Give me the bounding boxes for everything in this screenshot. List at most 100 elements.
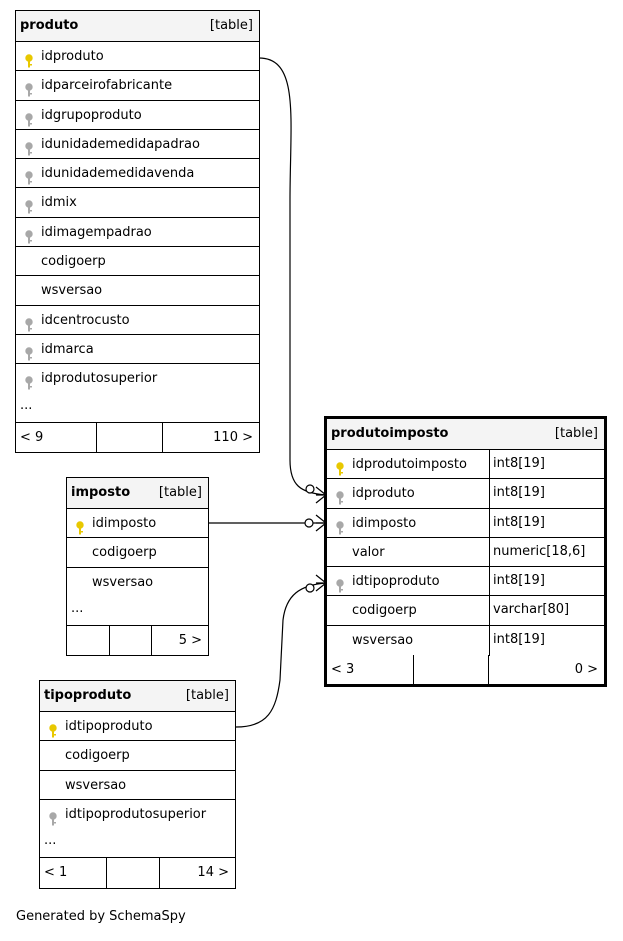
column-row[interactable]: codigoerp bbox=[16, 247, 259, 277]
column-name: codigoerp bbox=[92, 545, 157, 561]
more-columns: ... bbox=[40, 829, 235, 859]
column-row[interactable]: idimposto int8[19] bbox=[327, 507, 604, 538]
column-name: wsversao bbox=[92, 574, 154, 590]
more-columns: ... bbox=[67, 597, 208, 627]
primary-key-icon bbox=[75, 517, 85, 535]
foreign-key-icon bbox=[24, 167, 34, 185]
table-header: produto [table] bbox=[16, 11, 259, 42]
foreign-key-icon bbox=[24, 196, 34, 214]
column-datatype: int8[19] bbox=[489, 507, 598, 538]
children-count[interactable]: 5 > bbox=[178, 633, 202, 649]
foreign-key-icon bbox=[24, 372, 34, 390]
column-name: idmix bbox=[41, 195, 77, 211]
column-row[interactable]: idmarca bbox=[16, 335, 259, 365]
column-row[interactable]: idproduto int8[19] bbox=[327, 478, 604, 509]
column-row[interactable]: idunidademedidavenda bbox=[16, 159, 259, 189]
column-row[interactable]: idimposto bbox=[67, 509, 208, 539]
column-name: idimposto bbox=[92, 516, 157, 531]
column-row[interactable]: idgrupoproduto bbox=[16, 101, 259, 130]
column-row[interactable]: wsversao bbox=[16, 276, 259, 306]
table-footer: < 1 14 > bbox=[40, 858, 235, 888]
parents-count[interactable]: < 9 bbox=[16, 422, 97, 453]
column-row[interactable]: codigoerp bbox=[40, 741, 235, 771]
column-row[interactable]: valor numeric[18,6] bbox=[327, 536, 604, 568]
footer-middle bbox=[97, 422, 163, 453]
table-footer: < 3 0 > bbox=[327, 655, 604, 685]
table-produto[interactable]: produto [table] idproduto idparceirofabri… bbox=[15, 10, 260, 454]
table-footer: < 9 110 > bbox=[16, 422, 259, 453]
column-name: idunidademedidavenda bbox=[41, 166, 195, 182]
table-footer: 5 > bbox=[67, 626, 208, 656]
column-name: idtipoprodutosuperior bbox=[65, 806, 207, 822]
column-name: idmarca bbox=[41, 341, 94, 357]
children-count[interactable]: 0 > bbox=[574, 662, 598, 678]
column-name: wsversao bbox=[41, 283, 103, 299]
column-name: codigoerp bbox=[65, 748, 130, 764]
column-row[interactable]: wsversao bbox=[67, 568, 208, 597]
rel-produto-produtoimposto bbox=[258, 57, 327, 496]
column-row[interactable]: wsversao bbox=[40, 771, 235, 800]
column-datatype: int8[19] bbox=[489, 478, 598, 509]
column-name: idparceirofabricante bbox=[41, 78, 173, 94]
column-name: codigoerp bbox=[352, 603, 417, 619]
more-columns: ... bbox=[16, 394, 259, 423]
parents-count[interactable]: < 3 bbox=[327, 655, 414, 685]
column-name: wsversao bbox=[65, 777, 127, 793]
table-tipoproduto[interactable]: tipoproduto [table] idtipoproduto codigoe… bbox=[39, 680, 236, 889]
table-type: [table] bbox=[209, 18, 253, 33]
table-imposto[interactable]: imposto [table] idimposto codigoerp wsvers… bbox=[66, 477, 209, 657]
column-row[interactable]: idproduto bbox=[16, 42, 259, 72]
primary-key-icon bbox=[48, 720, 58, 738]
column-row[interactable]: idcentrocusto bbox=[16, 306, 259, 335]
column-row[interactable]: idmix bbox=[16, 188, 259, 218]
column-name: codigoerp bbox=[41, 254, 106, 270]
footer-middle bbox=[107, 858, 160, 888]
footer-middle bbox=[414, 655, 489, 685]
primary-key-icon bbox=[335, 458, 345, 476]
column-name: wsversao bbox=[352, 632, 414, 648]
column-datatype: numeric[18,6] bbox=[489, 536, 598, 568]
table-type: [table] bbox=[554, 426, 598, 441]
children-count[interactable]: 14 > bbox=[197, 865, 229, 881]
column-row[interactable]: codigoerp bbox=[67, 538, 208, 568]
foreign-key-icon bbox=[48, 808, 58, 826]
parents-count[interactable] bbox=[67, 626, 110, 656]
column-name: idimposto bbox=[352, 515, 417, 531]
children-count[interactable]: 110 > bbox=[213, 429, 253, 445]
column-name: idprodutosuperior bbox=[41, 371, 158, 387]
table-header: produtoimposto [table] bbox=[327, 419, 604, 450]
column-name: idproduto bbox=[352, 486, 415, 502]
table-name: tipoproduto bbox=[44, 688, 132, 703]
column-name: idcentrocusto bbox=[41, 312, 130, 328]
column-row[interactable]: wsversao int8[19] bbox=[327, 624, 604, 657]
table-name: produto bbox=[20, 18, 79, 33]
table-name: produtoimposto bbox=[331, 426, 449, 441]
optional-marker-idimposto bbox=[304, 518, 314, 528]
foreign-key-icon bbox=[24, 226, 34, 244]
column-row[interactable]: idparceirofabricante bbox=[16, 71, 259, 101]
column-row[interactable]: idunidademedidapadrao bbox=[16, 130, 259, 160]
table-header: tipoproduto [table] bbox=[40, 681, 235, 712]
column-name: idimagempadrao bbox=[41, 224, 152, 240]
column-row[interactable]: idimagempadrao bbox=[16, 218, 259, 248]
parents-count[interactable]: < 1 bbox=[40, 858, 107, 888]
rel-tipoproduto-produtoimposto bbox=[235, 582, 327, 728]
table-header: imposto [table] bbox=[67, 478, 208, 509]
optional-marker-idtipoproduto bbox=[305, 583, 315, 593]
column-datatype: int8[19] bbox=[489, 566, 598, 597]
column-row[interactable]: idtipoproduto bbox=[40, 712, 235, 742]
generated-by-credit: Generated by SchemaSpy bbox=[16, 909, 186, 924]
foreign-key-icon bbox=[24, 343, 34, 361]
table-type: [table] bbox=[158, 485, 202, 500]
column-row[interactable]: idtipoprodutosuperior bbox=[40, 800, 235, 829]
foreign-key-icon bbox=[335, 487, 345, 505]
column-name: valor bbox=[352, 544, 385, 560]
column-row[interactable]: idprodutosuperior bbox=[16, 364, 259, 393]
column-datatype: int8[19] bbox=[489, 624, 598, 657]
foreign-key-icon bbox=[24, 314, 34, 332]
